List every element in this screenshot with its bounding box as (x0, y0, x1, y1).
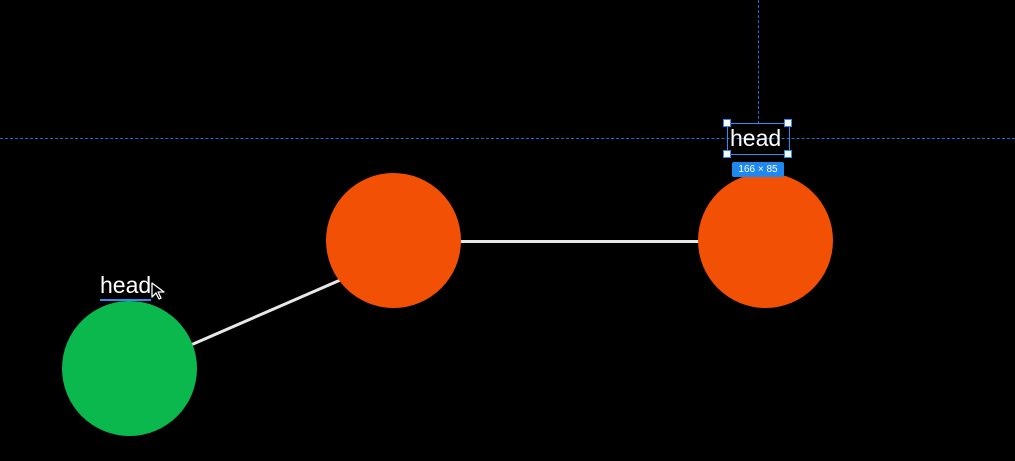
node-circle-orange-middle[interactable] (326, 173, 461, 308)
resize-handle-bottom-right[interactable] (784, 150, 792, 158)
edge-node2-node3[interactable] (460, 240, 700, 243)
arrow-cursor-icon (151, 282, 165, 300)
node-circle-orange-right[interactable] (698, 173, 833, 308)
resize-handle-top-left[interactable] (723, 119, 731, 127)
selection-box[interactable] (727, 123, 790, 155)
head-label-left[interactable]: head (100, 272, 152, 301)
size-badge: 166 × 85 (732, 162, 784, 177)
head-label-selected[interactable]: head (730, 125, 782, 151)
resize-handle-bottom-left[interactable] (723, 150, 731, 158)
node-circle-green[interactable] (62, 301, 197, 436)
vertical-alignment-guide (758, 0, 759, 124)
resize-handle-top-right[interactable] (784, 119, 792, 127)
edge-node1-node2[interactable] (191, 278, 343, 346)
horizontal-alignment-guide (0, 138, 1015, 139)
